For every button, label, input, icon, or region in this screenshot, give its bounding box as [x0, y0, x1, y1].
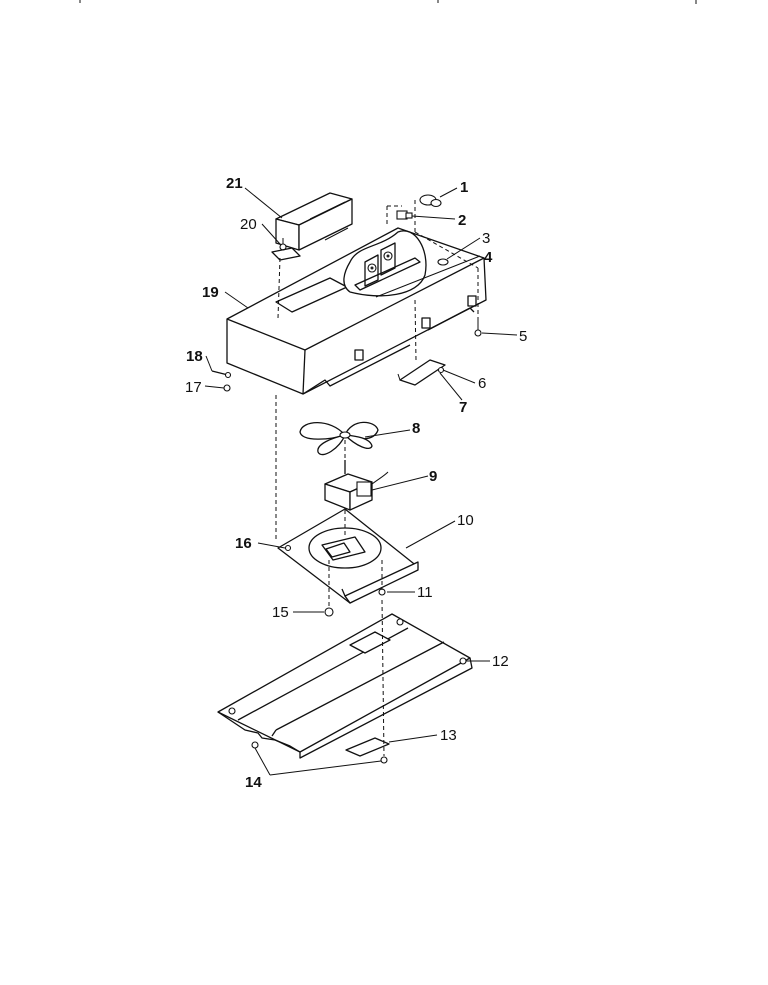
part-3-clip — [437, 258, 449, 266]
callout-11: 11 — [417, 584, 433, 601]
callout-5: 5 — [519, 328, 527, 345]
callout-12: 12 — [492, 653, 509, 670]
part-7-screw — [437, 366, 445, 374]
callout-9: 9 — [429, 468, 437, 485]
callout-6: 6 — [478, 375, 486, 392]
leader-lines — [204, 187, 518, 776]
callout-13: 13 — [440, 727, 457, 744]
callout-4: 4 — [484, 249, 493, 266]
part-21-housing — [275, 192, 353, 251]
part-19-hood-housing — [226, 227, 487, 395]
part-2-switch — [396, 210, 413, 220]
callout-2: 2 — [458, 212, 466, 229]
callout-8: 8 — [412, 420, 420, 437]
part-17-screw — [223, 384, 231, 392]
part-16-screw — [284, 544, 292, 552]
part-15-screw — [324, 607, 334, 617]
scan-marks — [79, 0, 697, 4]
part-20-bracket — [271, 247, 301, 261]
callout-20: 20 — [240, 216, 257, 233]
callout-18: 18 — [186, 348, 203, 365]
callout-14: 14 — [245, 774, 262, 791]
callout-10: 10 — [457, 512, 474, 529]
callout-21: 21 — [226, 175, 243, 192]
callout-labels: 1 2 3 4 5 6 7 8 9 10 11 12 13 14 15 16 1… — [185, 175, 527, 791]
part-1-knob — [419, 194, 442, 208]
part-14-screw-left — [251, 741, 259, 749]
part-18-clip — [211, 370, 232, 379]
assembly-lines — [275, 200, 479, 757]
callout-16: 16 — [235, 535, 252, 552]
part-9-motor — [324, 460, 389, 511]
callout-19: 19 — [202, 284, 219, 301]
part-14-screw-right — [380, 756, 388, 764]
callout-15: 15 — [272, 604, 289, 621]
part-8-fan-blade — [299, 421, 379, 456]
part-13-cover — [345, 737, 390, 757]
callout-3: 3 — [482, 230, 490, 247]
callout-17: 17 — [185, 379, 202, 396]
part-5-screw — [474, 320, 482, 337]
part-10-mounting-plate — [277, 508, 419, 604]
cutaway-detail — [343, 230, 427, 297]
callout-1: 1 — [460, 179, 468, 196]
part-12-bottom-panel — [217, 613, 473, 759]
part-6-lens — [399, 359, 446, 386]
callout-7: 7 — [459, 399, 467, 416]
